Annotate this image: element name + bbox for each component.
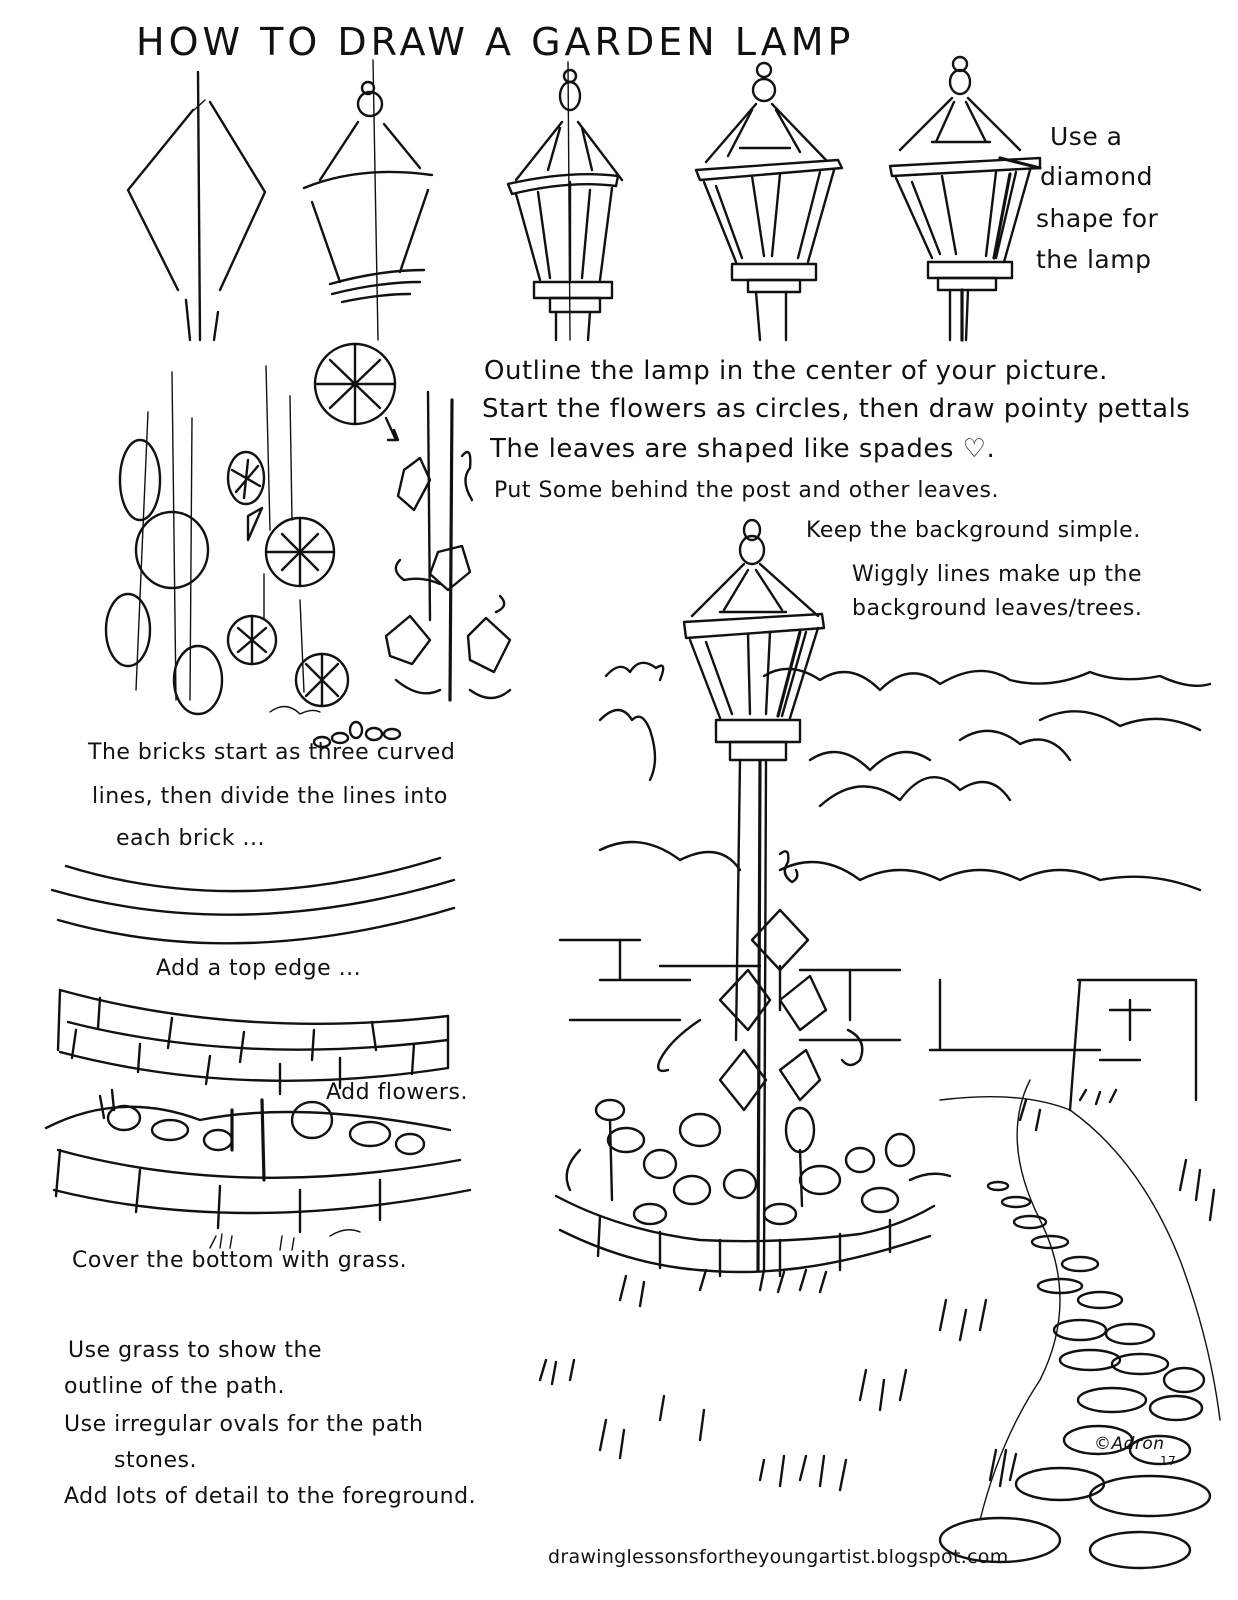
brick-curves-icon — [50, 856, 456, 945]
instruction-behind-post: Put Some behind the post and other leave… — [494, 478, 1000, 503]
path-tip-line-5: Add lots of detail to the foreground. — [64, 1484, 477, 1509]
bricks-line-3: each brick ... — [116, 826, 265, 851]
lamp-tip-line-3: shape for — [1036, 204, 1159, 233]
lamp-step-3-icon — [506, 61, 624, 342]
instruction-flowers: Start the flowers as circles, then draw … — [482, 394, 1191, 424]
path-stones-icon — [938, 1180, 1212, 1570]
lamp-tip-line-4: the lamp — [1036, 245, 1152, 274]
instruction-leaves: The leaves are shaped like spades ♡. — [490, 434, 996, 464]
path-edges-icon — [979, 1079, 1221, 1521]
small-flower-bed-icon — [44, 1088, 472, 1251]
lamp-tip-line-2: diamond — [1040, 162, 1153, 191]
bricks-line-2: lines, then divide the lines into — [92, 784, 448, 809]
brick-wall-icon — [56, 988, 450, 1096]
lamp-step-2-icon — [302, 59, 434, 341]
footer-url[interactable]: drawinglessonsfortheyoungartist.blogspot… — [548, 1546, 1009, 1568]
lamp-step-4-icon — [694, 61, 844, 342]
stones-sketch-icon — [269, 705, 402, 749]
main-lamp-icon — [682, 518, 826, 1272]
instruction-background-simple: Keep the background simple. — [806, 518, 1141, 543]
lamp-step-1-diamond-icon — [126, 70, 267, 342]
bricks-line-1: The bricks start as three curved — [88, 740, 456, 765]
lamp-step-5-icon — [888, 55, 1042, 342]
artist-signature: ©Adron — [1094, 1434, 1165, 1454]
bricks-top-edge: Add a top edge ... — [156, 956, 362, 981]
bricks-grass: Cover the bottom with grass. — [72, 1248, 408, 1273]
path-tip-line-3: Use irregular ovals for the path — [64, 1412, 424, 1437]
lamp-tip-line-1: Use a — [1050, 122, 1123, 151]
foreground-grass-icon — [538, 1088, 1216, 1492]
instruction-background-trees: background leaves/trees. — [852, 596, 1143, 621]
flower-step-petals-icon — [226, 342, 400, 708]
background-trees-icon — [598, 661, 1212, 892]
flower-step-circles-icon — [104, 371, 224, 716]
path-tip-line-4: stones. — [114, 1448, 197, 1473]
instruction-outline-lamp: Outline the lamp in the center of your p… — [484, 356, 1108, 386]
flower-step-leaves-icon — [384, 390, 512, 702]
bricks-add-flowers: Add flowers. — [326, 1080, 468, 1105]
vine-leaves-icon — [657, 850, 864, 1112]
main-flower-bed-icon — [554, 1098, 952, 1278]
instruction-wiggly-lines: Wiggly lines make up the — [852, 562, 1142, 587]
path-tip-line-1: Use grass to show the — [68, 1338, 323, 1363]
stone-wall-icon — [558, 938, 1198, 1112]
path-tip-line-2: outline of the path. — [64, 1374, 286, 1399]
page-title: HOW TO DRAW A GARDEN LAMP — [136, 20, 855, 64]
